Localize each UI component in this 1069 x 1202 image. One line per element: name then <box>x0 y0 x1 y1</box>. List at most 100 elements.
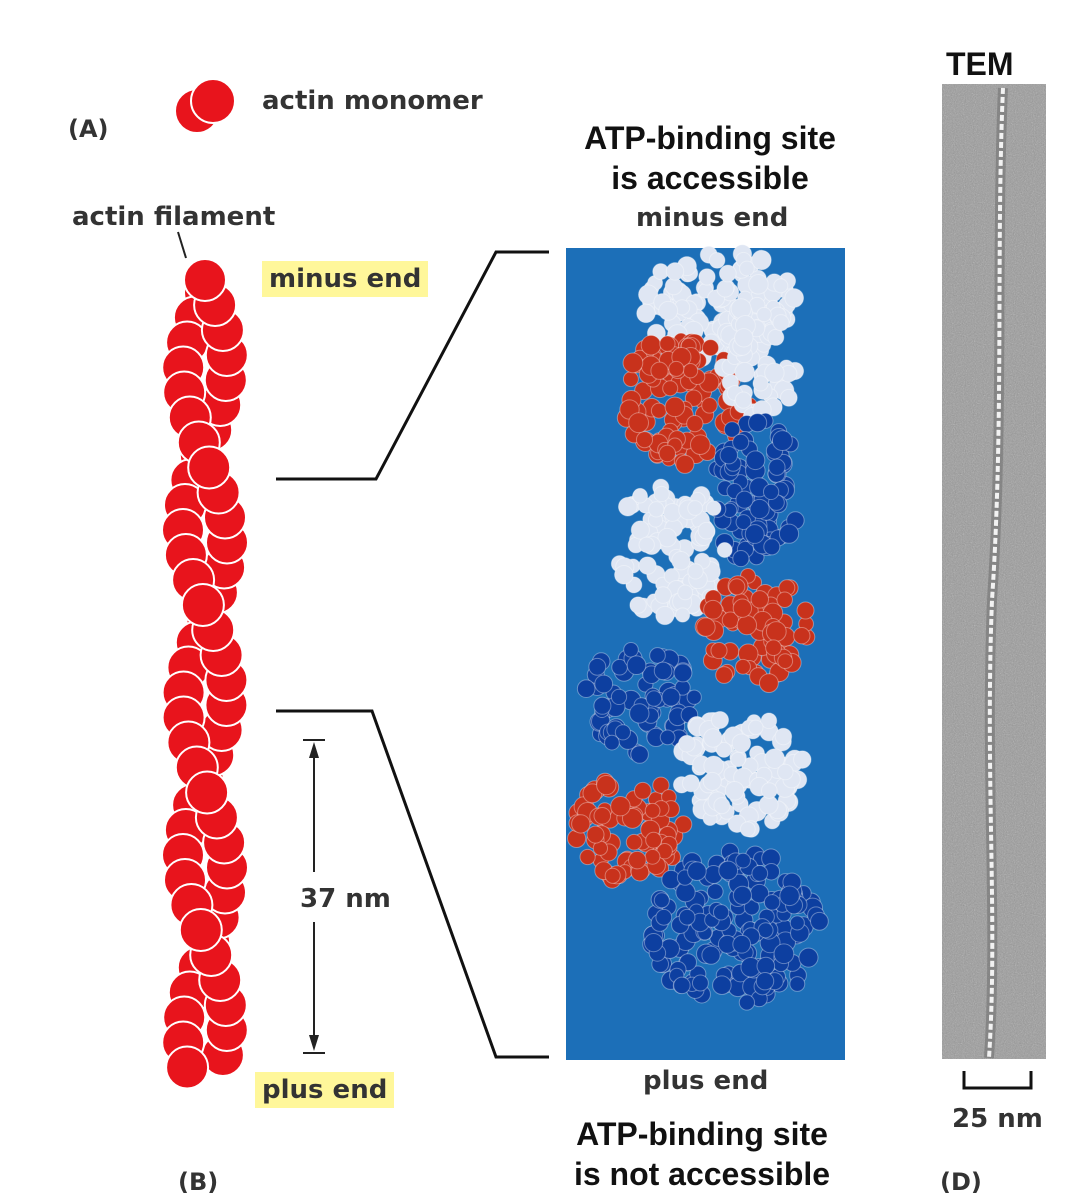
model-atom <box>732 550 750 568</box>
tem-title: TEM <box>946 46 1014 82</box>
model-atom <box>662 380 679 397</box>
model-atom <box>645 690 663 707</box>
model-atom <box>614 564 634 585</box>
model-atom <box>636 303 656 324</box>
model-atom <box>604 734 620 751</box>
model-atom <box>705 500 722 517</box>
actin-subunit <box>187 445 232 490</box>
model-atom <box>777 763 794 781</box>
model-atom <box>718 264 737 283</box>
model-atom <box>735 658 751 675</box>
model-atom <box>776 591 793 609</box>
model-atom <box>745 450 766 471</box>
model-atom <box>712 904 730 921</box>
model-atom <box>750 590 770 609</box>
model-atom <box>716 279 735 298</box>
model-atom <box>756 306 772 323</box>
model-atom <box>628 850 647 870</box>
model-plus-end-label: plus end <box>643 1066 769 1096</box>
model-atom <box>765 621 787 642</box>
filament-plus-end-label: plus end <box>255 1072 395 1108</box>
model-atom <box>653 661 673 681</box>
model-atom <box>622 352 644 374</box>
model-atom <box>755 971 775 991</box>
model-atom <box>640 334 662 356</box>
model-atom <box>732 934 752 954</box>
model-atom <box>768 458 786 476</box>
model-atom <box>635 431 654 449</box>
model-atom <box>610 795 631 817</box>
model-atom <box>773 278 789 294</box>
model-atom <box>632 487 648 504</box>
model-atom <box>638 556 657 575</box>
model-atom <box>686 689 702 705</box>
model-atom <box>730 751 746 768</box>
model-atom <box>736 614 758 636</box>
model-atom <box>610 688 628 706</box>
model-atom <box>715 741 732 758</box>
model-atom <box>655 908 673 926</box>
model-atom <box>721 611 740 629</box>
model-atom <box>735 514 752 531</box>
model-atom <box>701 339 720 357</box>
model-atom <box>588 657 607 676</box>
panel-d-label: (D) <box>940 1168 982 1196</box>
model-atom <box>712 975 732 996</box>
model-atom <box>653 485 670 503</box>
actin-subunit <box>185 770 230 815</box>
model-atom <box>723 421 741 438</box>
model-atom <box>702 771 722 791</box>
actin-subunit <box>178 908 223 952</box>
model-atom <box>593 696 612 715</box>
model-atom <box>738 994 756 1011</box>
model-atom <box>630 745 649 764</box>
model-atom <box>767 328 785 346</box>
zoom-connector-lines <box>276 250 549 1059</box>
bottom-caption-line2: is not accessible <box>573 1156 831 1192</box>
model-atom <box>625 833 643 851</box>
model-atom <box>586 825 605 844</box>
model-atom <box>654 586 672 604</box>
model-atom <box>681 774 701 793</box>
model-atom <box>751 249 772 271</box>
model-atom <box>633 781 652 800</box>
scale-bar-label: 25 nm <box>952 1104 1043 1134</box>
model-atom <box>779 885 800 907</box>
model-atom <box>629 596 647 614</box>
model-atom <box>650 402 667 419</box>
model-atom <box>682 363 699 379</box>
model-atom <box>732 598 753 618</box>
top-caption-line1: ATP-binding site <box>584 120 836 156</box>
model-atom <box>696 617 716 637</box>
model-atom <box>673 663 693 683</box>
panel-a-label: (A) <box>68 115 109 143</box>
model-atom <box>777 653 794 670</box>
model-atom <box>724 780 745 801</box>
model-atom <box>623 641 639 658</box>
model-atom <box>658 444 676 463</box>
model-atom <box>748 413 768 433</box>
model-atom <box>798 947 819 968</box>
model-atom <box>687 500 703 516</box>
model-atom <box>579 848 596 866</box>
model-atom <box>617 496 638 517</box>
model-atom <box>710 642 728 660</box>
actin-filament-label: actin filament <box>72 202 276 232</box>
model-atom <box>658 300 679 321</box>
model-atom <box>749 498 770 520</box>
model-atom <box>716 542 733 558</box>
model-atom <box>576 679 596 699</box>
model-atom <box>644 848 661 865</box>
model-atom <box>594 674 614 694</box>
model-atom <box>778 523 800 544</box>
model-atom <box>630 520 650 540</box>
model-atom <box>659 729 676 746</box>
actin-subunit <box>165 1045 210 1090</box>
model-atom <box>653 892 670 909</box>
model-atom <box>686 414 704 433</box>
model-atom <box>789 976 806 992</box>
actin-monomer-label: actin monomer <box>262 86 483 116</box>
model-atom <box>687 861 707 882</box>
